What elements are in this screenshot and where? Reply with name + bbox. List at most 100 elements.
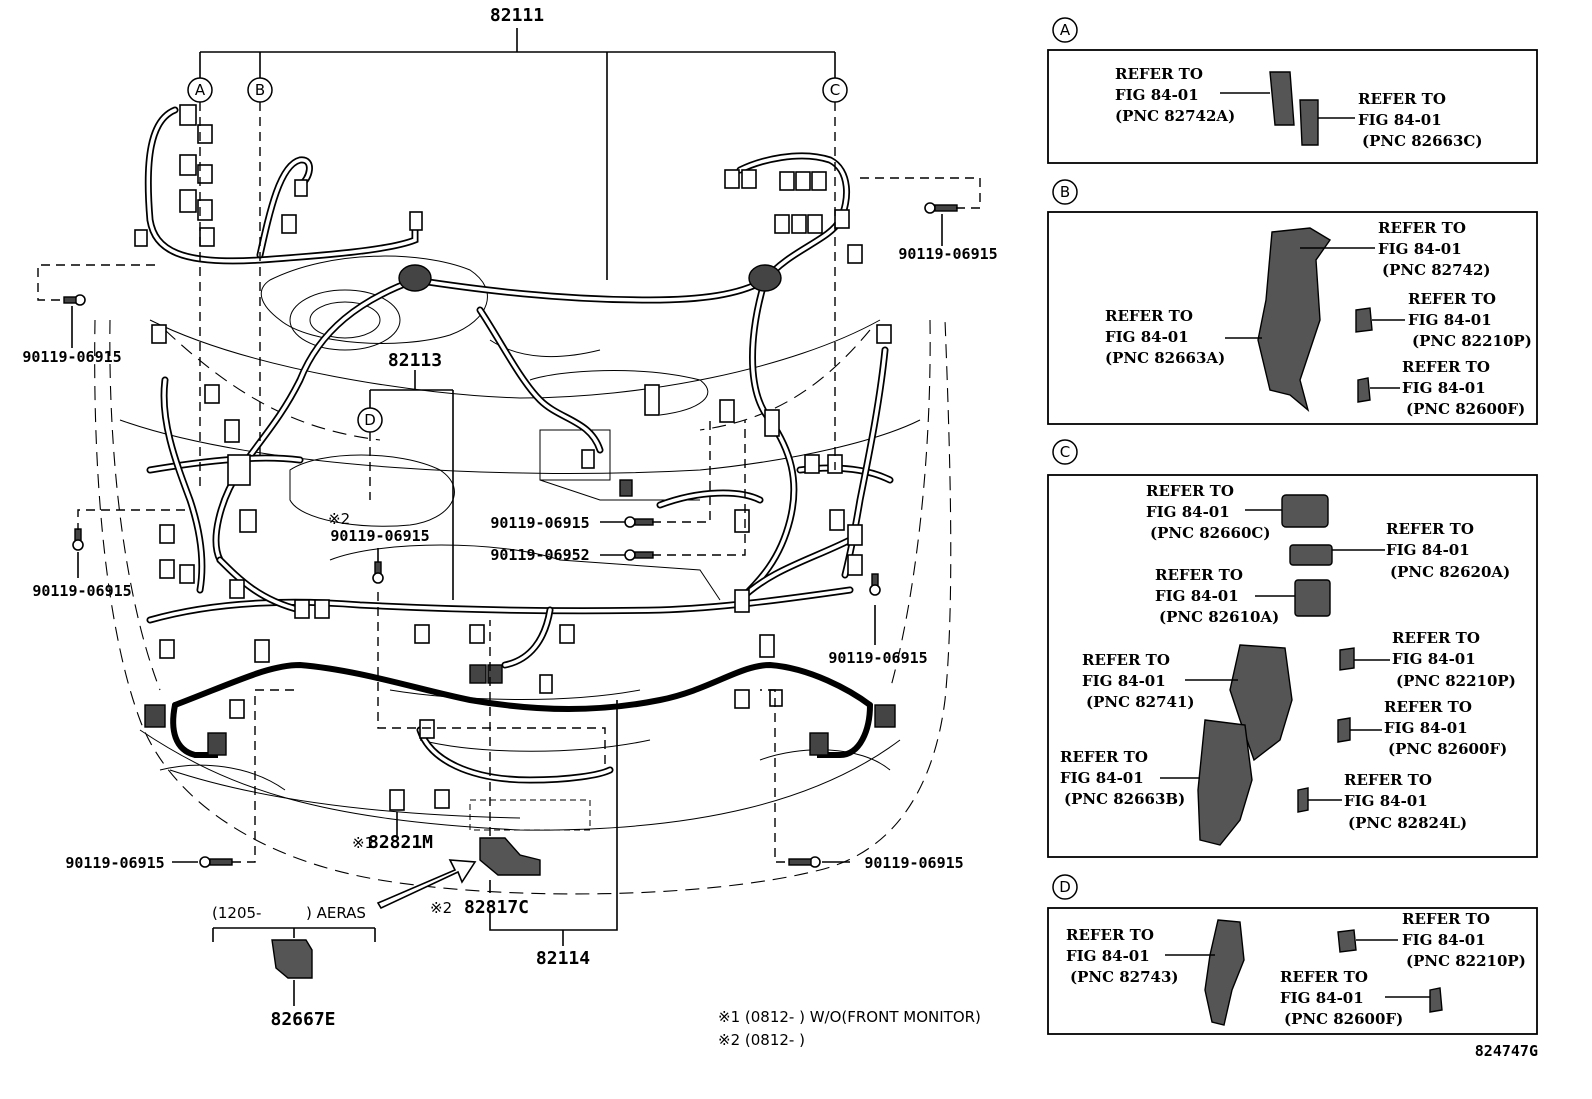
footnote-2: ※2 (0812- ) [718,1031,805,1049]
refer-c8-line3: (PNC 82824L) [1348,814,1467,832]
part-label-82113: 82113 [388,350,442,371]
leader-lines [37,28,981,1006]
mark-2-bolt: ※2 [328,510,350,528]
refer-b4-line1: REFER TO [1402,358,1490,376]
refer-c3-line2: FIG 84-01 [1155,587,1239,605]
refer-c6-line3: (PNC 82600F) [1388,740,1507,758]
vehicle-body-outline [94,255,952,895]
svg-text:C: C [830,81,840,99]
grommet-left [398,264,432,292]
refer-b3-line1: REFER TO [1408,290,1496,308]
detail-panel-b: B REFER TO FIG 84-01 (PNC 82742) REFER T… [1047,179,1538,425]
refer-b3-line2: FIG 84-01 [1408,311,1492,329]
refer-b2-line2: FIG 84-01 [1105,328,1189,346]
refer-d3-line3: (PNC 82600F) [1284,1010,1403,1028]
bolt-icons [63,202,958,868]
bolt-label-center-x2: 90119-06915 [330,527,429,545]
part-label-82111: 82111 [490,5,544,26]
mark-1-82821m: ※1 [352,834,374,852]
refer-b1-line1: REFER TO [1378,219,1466,237]
refer-a1-line1: REFER TO [1115,65,1203,83]
refer-d1-line2: FIG 84-01 [1066,947,1150,965]
refer-a2-line2: FIG 84-01 [1358,111,1442,129]
section-circle-c-main: C [822,77,848,103]
svg-text:A: A [195,81,206,99]
refer-c5-line2: FIG 84-01 [1082,672,1166,690]
part-82817c-shape [479,837,541,876]
refer-d1-line3: (PNC 82743) [1070,968,1179,986]
refer-c6-line1: REFER TO [1384,698,1472,716]
refer-d3-line1: REFER TO [1280,968,1368,986]
svg-text:B: B [255,81,265,99]
refer-c4-line2: FIG 84-01 [1392,650,1476,668]
refer-c5-line3: (PNC 82741) [1086,693,1195,711]
footnote-1: ※1 (0812- ) W/O(FRONT MONITOR) [718,1008,981,1026]
detail-panel-a: A REFER TO FIG 84-01 (PNC 82742A) REFER … [1047,17,1538,164]
part-label-82667e: 82667E [270,1009,335,1030]
refer-a1-line3: (PNC 82742A) [1115,107,1235,125]
bolt-label-right-mid: 90119-06915 [828,649,927,667]
refer-b3-line3: (PNC 82210P) [1412,332,1532,350]
mark-2-82817c: ※2 [430,899,452,917]
refer-c7-line3: (PNC 82663B) [1064,790,1185,808]
refer-c3-line1: REFER TO [1155,566,1243,584]
refer-d1-line1: REFER TO [1066,926,1154,944]
refer-c7-line2: FIG 84-01 [1060,769,1144,787]
bolt-label-bottom-left: 90119-06915 [65,854,164,872]
section-circle-d-main: D [357,407,383,433]
refer-c8-line1: REFER TO [1344,771,1432,789]
harness-connectors [134,104,896,811]
part-label-82821m: 82821M [368,832,433,853]
bolt-label-left-upper: 90119-06915 [22,348,121,366]
refer-d3-line2: FIG 84-01 [1280,989,1364,1007]
refer-c1-line3: (PNC 82660C) [1150,524,1270,542]
refer-c2-line1: REFER TO [1386,520,1474,538]
refer-c7-line1: REFER TO [1060,748,1148,766]
refer-c5-line1: REFER TO [1082,651,1170,669]
bolt-label-right-top: 90119-06915 [898,245,997,263]
refer-d2-line1: REFER TO [1402,910,1490,928]
svg-text:C: C [1060,443,1070,461]
bolt-label-center-1: 90119-06915 [490,514,589,532]
refer-b1-line2: FIG 84-01 [1378,240,1462,258]
refer-c3-line3: (PNC 82610A) [1159,608,1279,626]
refer-c8-line2: FIG 84-01 [1344,792,1428,810]
svg-text:B: B [1060,183,1070,201]
refer-a1-line2: FIG 84-01 [1115,86,1199,104]
refer-b4-line3: (PNC 82600F) [1406,400,1525,418]
aeras-label: ) AERAS [306,904,366,922]
refer-c2-line2: FIG 84-01 [1386,541,1470,559]
svg-text:D: D [1059,878,1071,896]
part-label-82114: 82114 [536,948,590,969]
refer-c6-line2: FIG 84-01 [1384,719,1468,737]
engine-bay-drawing: A B C D 82111 82113 82114 ※1 82821M ※2 8… [22,5,997,1030]
figure-id: 824747G [1475,1042,1538,1060]
refer-a2-line3: (PNC 82663C) [1362,132,1482,150]
part-label-82817c: 82817C [464,897,529,918]
grommet-right [748,264,782,292]
main-wire-harness [144,106,894,784]
refer-c4-line1: REFER TO [1392,629,1480,647]
refer-d2-line2: FIG 84-01 [1402,931,1486,949]
section-circle-a-main: A [187,77,213,103]
refer-c1-line1: REFER TO [1146,482,1234,500]
refer-c1-line2: FIG 84-01 [1146,503,1230,521]
refer-d2-line3: (PNC 82210P) [1406,952,1526,970]
aeras-range: (1205- [212,904,261,922]
part-82667e-shape [271,939,313,979]
svg-text:A: A [1060,21,1071,39]
refer-b1-line3: (PNC 82742) [1382,261,1491,279]
detail-panel-c: C REFER TO FIG 84-01 (PNC 82660C) REFER … [1047,439,1538,858]
refer-c2-line3: (PNC 82620A) [1390,563,1510,581]
section-circle-b-main: B [247,77,273,103]
bolt-label-bottom-right: 90119-06915 [864,854,963,872]
refer-a2-line1: REFER TO [1358,90,1446,108]
refer-b2-line3: (PNC 82663A) [1105,349,1225,367]
detail-panel-d: D REFER TO FIG 84-01 (PNC 82743) REFER T… [1047,874,1538,1035]
bolt-label-center-2: 90119-06952 [490,546,589,564]
refer-b2-line1: REFER TO [1105,307,1193,325]
svg-text:D: D [364,411,376,429]
refer-c4-line3: (PNC 82210P) [1396,672,1516,690]
refer-b4-line2: FIG 84-01 [1402,379,1486,397]
